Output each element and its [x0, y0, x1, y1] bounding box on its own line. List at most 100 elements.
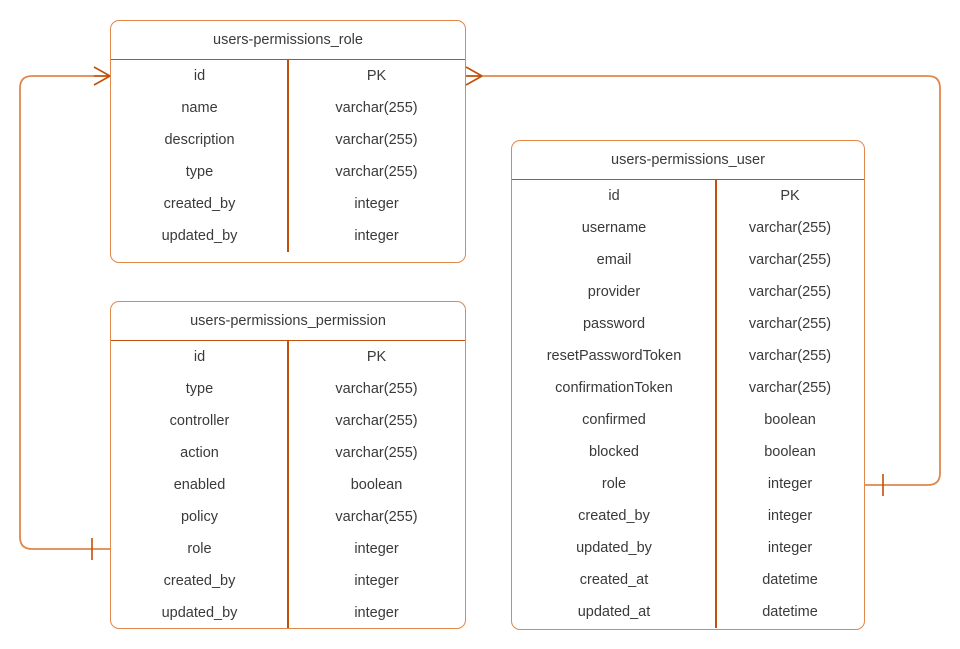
field-type: integer	[354, 573, 399, 589]
field-row[interactable]: enabled boolean	[111, 469, 465, 501]
field-name: role	[601, 476, 627, 492]
field-name: controller	[169, 413, 230, 429]
field-name: updated_by	[576, 540, 652, 556]
field-type: datetime	[762, 572, 818, 588]
field-type: integer	[354, 605, 399, 621]
field-row[interactable]: updated_by integer	[512, 532, 864, 564]
field-row[interactable]: provider varchar(255)	[512, 276, 864, 308]
field-name: id	[608, 188, 620, 204]
field-row[interactable]: id PK	[111, 341, 465, 373]
field-type: varchar(255)	[748, 252, 832, 268]
field-type: boolean	[764, 444, 816, 460]
field-name: action	[180, 445, 219, 461]
field-type: PK	[366, 349, 387, 365]
field-row[interactable]: confirmationToken varchar(255)	[512, 372, 864, 404]
field-type: varchar(255)	[335, 132, 418, 148]
field-name: blocked	[589, 444, 639, 460]
field-row[interactable]: resetPasswordToken varchar(255)	[512, 340, 864, 372]
field-name: name	[181, 100, 218, 116]
field-type: boolean	[350, 477, 403, 493]
field-type: varchar(255)	[335, 100, 418, 116]
field-name: username	[581, 220, 647, 236]
field-type: boolean	[764, 412, 816, 428]
entity-title: users-permissions_permission	[111, 302, 465, 341]
field-name: created_by	[163, 196, 236, 212]
field-row[interactable]: name varchar(255)	[111, 92, 465, 124]
field-type: varchar(255)	[335, 445, 418, 461]
field-name: type	[185, 381, 214, 397]
field-row[interactable]: confirmed boolean	[512, 404, 864, 436]
field-row[interactable]: created_by integer	[512, 500, 864, 532]
field-row[interactable]: updated_by integer	[111, 220, 465, 252]
field-row[interactable]: updated_at datetime	[512, 596, 864, 628]
field-name: id	[193, 68, 206, 84]
field-row[interactable]: type varchar(255)	[111, 156, 465, 188]
field-row[interactable]: created_by integer	[111, 565, 465, 597]
connector-role-to-permission	[19, 66, 111, 560]
field-row[interactable]: policy varchar(255)	[111, 501, 465, 533]
entity-field-list: id PK username varchar(255) email varchar(255…	[512, 180, 864, 628]
field-name: type	[185, 164, 214, 180]
field-name: policy	[180, 509, 219, 525]
field-type: integer	[767, 540, 813, 556]
field-name: updated_by	[161, 228, 238, 244]
field-row[interactable]: email varchar(255)	[512, 244, 864, 276]
column-divider	[287, 341, 289, 628]
field-name: confirmed	[582, 412, 646, 428]
field-row[interactable]: role integer	[111, 533, 465, 565]
field-row[interactable]: created_at datetime	[512, 564, 864, 596]
column-divider	[287, 60, 289, 252]
field-name: confirmationToken	[555, 380, 673, 396]
field-row[interactable]: updated_by integer	[111, 597, 465, 628]
field-row[interactable]: action varchar(255)	[111, 437, 465, 469]
field-type: varchar(255)	[748, 284, 832, 300]
field-type: integer	[767, 508, 813, 524]
field-name: description	[164, 132, 235, 148]
field-name: password	[582, 316, 646, 332]
field-type: varchar(255)	[748, 348, 832, 364]
entity-field-list: id PK type varchar(255) controller varchar(25…	[111, 341, 465, 628]
field-row[interactable]: type varchar(255)	[111, 373, 465, 405]
entity-title: users-permissions_user	[512, 141, 864, 180]
field-name: resetPasswordToken	[546, 348, 682, 364]
field-name: email	[596, 252, 632, 268]
column-divider	[715, 180, 717, 628]
field-row[interactable]: role integer	[512, 468, 864, 500]
field-type: varchar(255)	[335, 509, 418, 525]
field-type: datetime	[762, 604, 818, 620]
field-name: enabled	[173, 477, 226, 493]
field-row[interactable]: description varchar(255)	[111, 124, 465, 156]
field-name: created_by	[578, 508, 650, 524]
field-name: role	[187, 541, 212, 557]
field-type: integer	[767, 476, 813, 492]
field-row[interactable]: id PK	[512, 180, 864, 212]
field-type: varchar(255)	[748, 220, 832, 236]
field-name: id	[193, 349, 206, 365]
field-type: PK	[780, 188, 800, 204]
field-name: created_by	[163, 573, 236, 589]
field-type: varchar(255)	[335, 381, 418, 397]
field-row[interactable]: created_by integer	[111, 188, 465, 220]
field-type: integer	[354, 196, 399, 212]
field-name: updated_by	[161, 605, 238, 621]
field-type: varchar(255)	[748, 380, 832, 396]
field-row[interactable]: blocked boolean	[512, 436, 864, 468]
entity-title: users-permissions_role	[111, 21, 465, 60]
field-type: varchar(255)	[748, 316, 832, 332]
field-name: updated_at	[577, 604, 651, 620]
field-row[interactable]: password varchar(255)	[512, 308, 864, 340]
field-row[interactable]: controller varchar(255)	[111, 405, 465, 437]
field-type: integer	[354, 228, 399, 244]
field-type: integer	[354, 541, 399, 557]
field-type: varchar(255)	[335, 164, 418, 180]
field-row[interactable]: username varchar(255)	[512, 212, 864, 244]
field-name: provider	[587, 284, 641, 300]
field-type: varchar(255)	[335, 413, 418, 429]
field-name: created_at	[579, 572, 649, 588]
